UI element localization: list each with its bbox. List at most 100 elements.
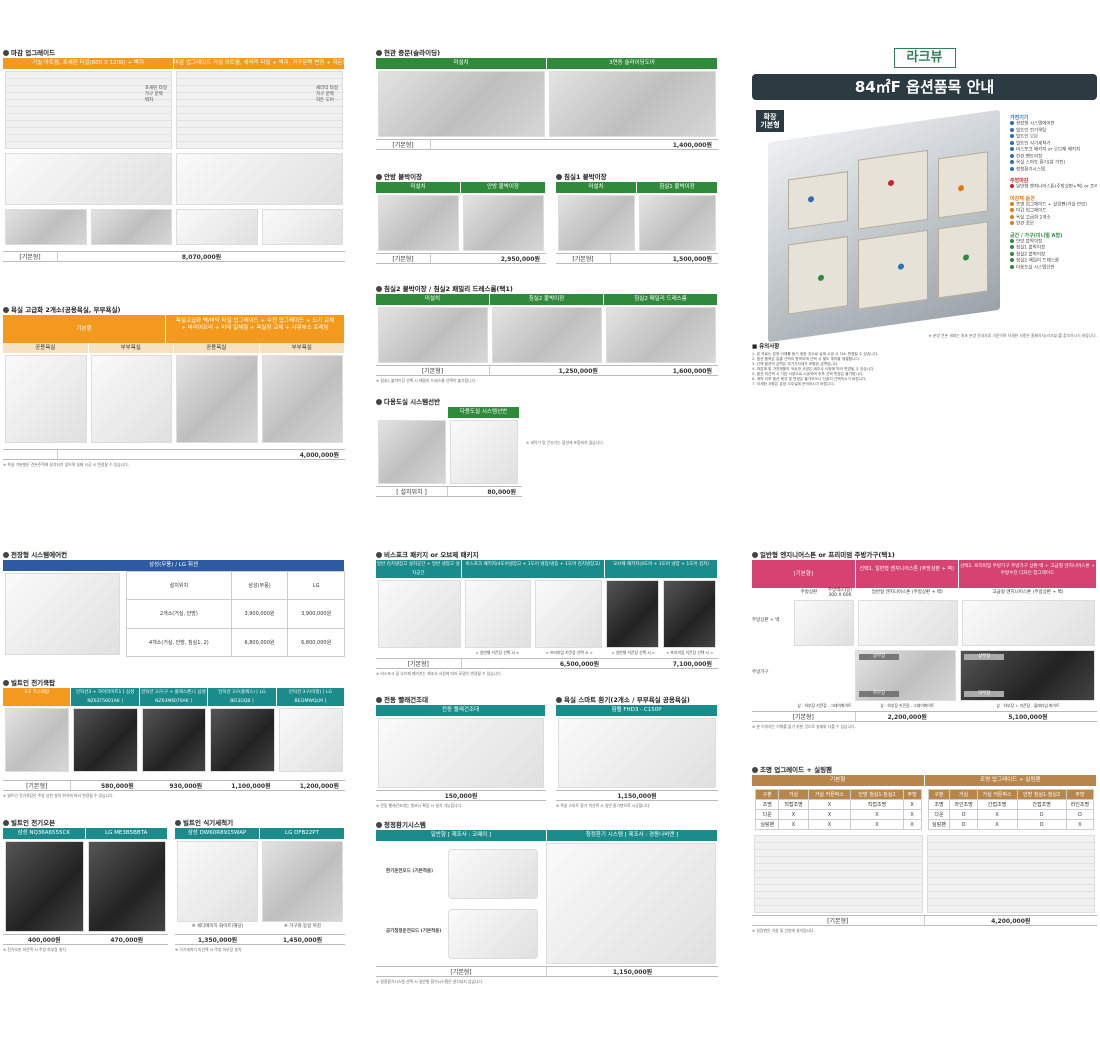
ac-header: LG — [287, 570, 345, 601]
ac-panel: 천장형 시스템에어컨 삼성(무풍) / LG 휘센 설치위치 삼성(무풍) LG… — [3, 550, 345, 660]
dishwasher-caption: ※ 세디에이지 화이트(해당) — [191, 924, 244, 929]
dishwasher-caption: ※ 가구와 동일 마감 — [283, 924, 322, 929]
bullet-icon — [752, 767, 758, 773]
legend-dot-icon — [1010, 166, 1014, 171]
lighting-cell: X — [902, 799, 922, 810]
legend-item: 천장형 시스템에어컨 — [1010, 121, 1096, 128]
legend-dot-icon — [1010, 258, 1014, 262]
lighting-cell: 조명 — [754, 799, 780, 810]
cooktop-title: 빌트인 전기쿡탑 — [3, 678, 345, 688]
oven-photo — [5, 841, 84, 932]
room2-photo — [378, 307, 488, 363]
tag: 가구 문짝 — [315, 92, 334, 97]
lighting-cell: O — [1016, 819, 1067, 830]
lighting-cell: X — [778, 809, 809, 820]
col-band: 기본형 — [752, 775, 925, 786]
package-photo — [605, 580, 659, 648]
legend-item: 빌트인 식기세척기 — [1010, 140, 1096, 148]
ac-cell: 3,900,000원 — [230, 599, 289, 629]
ac-photo — [5, 573, 120, 655]
dishwasher-photo — [177, 841, 258, 922]
vent-price: 1,150,000원 — [617, 793, 657, 800]
kitchen-row-label: 주방상판 + 벽 — [752, 618, 780, 623]
price-label: [기본형] — [752, 916, 925, 925]
legend-item-label: 침실2 패밀리 드레스룸 — [1016, 258, 1059, 264]
cooktop-price: 1,100,000원 — [231, 783, 271, 790]
room2-title: 침실2 붙박이장 / 침실2 패밀리 드레스룸(택1) — [376, 284, 718, 294]
cooktop-photo — [141, 708, 207, 772]
room1-closet-title: 침실1 붙박이장 — [556, 172, 718, 182]
col-band: 인덕션 3구(플렉스) [ LG BEI3GQB ] — [208, 688, 277, 706]
legend-group-title: 마감재 옵션 — [1010, 195, 1035, 202]
notes-list: 1. 본 자료는 분양 이해를 돕기 위한 것으로 실제 시공 시 다소 변경될… — [752, 352, 1097, 387]
legend-dot-icon — [1010, 238, 1014, 243]
legend-item-label: 욕실 고급화 2개소 — [1016, 215, 1051, 220]
legend-dot-icon — [1010, 153, 1014, 158]
legend-dot-icon — [1010, 160, 1014, 164]
air-mode-label: 공기청정운전모드 (기본적용) — [386, 929, 442, 934]
shelf-title: 다용도실 시스템선반 — [376, 397, 718, 407]
oven-photo — [87, 841, 166, 932]
legend-dot-icon — [1010, 214, 1014, 219]
legend-dot-icon — [1010, 127, 1014, 132]
cooktop-price: 580,000원 — [100, 783, 134, 790]
dishwasher-panel: 빌트인 식기세척기 삼성 DW60R8915WAP LG DFB22PT ※ 세… — [175, 818, 345, 963]
bullet-icon — [752, 552, 758, 558]
lighting-cell: O — [1065, 809, 1095, 820]
door-photo-sliding — [549, 71, 716, 137]
package-panel: 비스포크 패키지 or 오브제 패키지 일반 김치냉장고 설치공간 + 일반 냉… — [376, 550, 718, 690]
air-title: 청정환기시스템 — [376, 820, 718, 830]
legend-item-label: 청정환기시스템 — [1016, 167, 1045, 172]
shelf-price: 80,000원 — [487, 489, 516, 496]
legend-item-label: 마감 업그레이드 — [1016, 208, 1047, 214]
legend-item: 욕실 고급화 2개소 — [1010, 214, 1096, 222]
cabinet-caption: 상 · 하부장 키큰장 - 그레이화이트 — [880, 703, 935, 708]
col-band: 인덕션 3구(미정) [ LG BEI3MWQLM ] — [276, 688, 345, 706]
bullet-icon — [3, 50, 9, 56]
lighting-cell: 실링팬 — [754, 819, 780, 830]
vent-title: 욕실 스마트 환기(2개소 / 부부욕실 공용욕실) — [556, 695, 718, 705]
cooktop-note: ※ 빌트인 전기쿡탑은 주방 상판 설치 위치에 따라 변경될 수 있습니다. — [3, 793, 114, 798]
price-label: [기본형] — [376, 967, 547, 976]
lighting-header: 거실 커튼박스 — [807, 789, 852, 800]
cabinet-label: 하부장 — [964, 691, 1005, 697]
vent-panel: 욕실 스마트 환기(2개소 / 부부욕실 공용욕실) 힘펠 FHD3 - C15… — [556, 695, 718, 817]
bullet-icon — [3, 820, 9, 826]
col-band: 선택2. 프리미엄 주방가구 주방가구 상판·벽 + 고급형 엔지니어스톤 + … — [959, 560, 1097, 588]
finish-price: 8,070,000원 — [181, 254, 222, 261]
lighting-cell: X — [807, 809, 852, 820]
lighting-cell: O — [949, 819, 978, 830]
lighting-cell: 간접조명 — [1016, 799, 1067, 810]
oven-price: 400,000원 — [27, 937, 61, 944]
bullet-icon — [376, 399, 382, 405]
lighting-cell: X — [850, 819, 904, 830]
legend-item: 현관 팬트리장 — [1010, 153, 1096, 161]
cooktop-price: 930,000원 — [169, 783, 203, 790]
room — [858, 229, 928, 310]
lighting-price: 4,200,000원 — [991, 918, 1031, 925]
col-band: 삼성 NQ36A6555CK — [3, 828, 86, 839]
finish-plan-upgrade: 세라믹 타일 가구 문짝 히든 도어 — [176, 71, 343, 149]
vent-photo — [558, 718, 716, 788]
price-label: [기본형] — [376, 140, 431, 149]
package-caption: < 프리미엄 키큰장 선택 시 > — [666, 650, 714, 655]
legend-item-label: 비스포크 패키지 or 오브제 패키지 — [1016, 147, 1081, 153]
legend-item: 조명 업그레이드 + 실링팬(거실·안방) — [1010, 201, 1096, 209]
bullet-icon — [376, 697, 382, 703]
master-closet-panel: 안방 붙박이장 미설치 안방 붙박이장 [기본형] 2,950,000원 — [376, 172, 546, 277]
cooktop-panel: 빌트인 전기쿡탑 3구 가스쿡탑 인덕션3 + 하이라이트1 [ 삼성 NZ63… — [3, 678, 345, 810]
air-note: ※ 청정환기시스템 선택 시 일반형 환기시스템은 설치되지 않습니다. — [376, 979, 484, 984]
finish-upgrade-title: 마감 업그레이드 — [3, 48, 345, 58]
col-band: 미설치 — [376, 182, 461, 193]
cooktop-photo — [73, 708, 138, 772]
brand-logo: 라크뷰 — [893, 48, 956, 68]
tag: 세라믹 타일 — [315, 86, 338, 91]
legend-item: 비스포크 패키지 or 오브제 패키지 — [1010, 147, 1096, 154]
package-photo — [464, 580, 532, 648]
lighting-header: 구분 — [754, 789, 780, 800]
objet-price: 7,100,000원 — [672, 661, 712, 668]
kitchen-sub: 주방벽(타일) 300 X 600 — [827, 588, 853, 598]
finish-photo — [90, 209, 172, 245]
legend-item-label: 안방 붙박이장 — [1016, 239, 1043, 244]
finish-photo-basic — [5, 153, 172, 205]
